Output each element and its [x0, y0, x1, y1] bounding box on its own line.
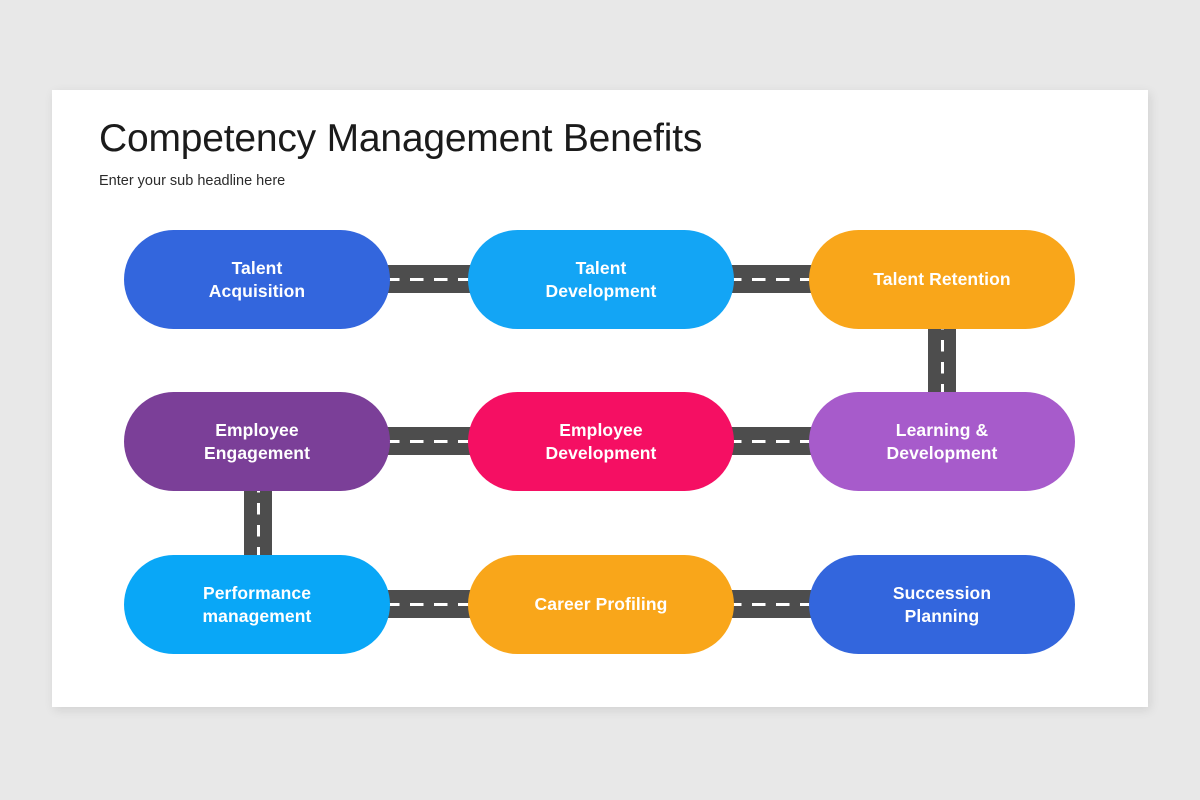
node-label: Performance management: [202, 583, 312, 626]
node-label: Succession Planning: [892, 583, 992, 626]
node-learning-development[interactable]: Learning & Development: [809, 392, 1075, 491]
roadmap-diagram: Talent Acquisition Talent Development Ta…: [52, 90, 1148, 707]
slide-card: Competency Management Benefits Enter you…: [52, 90, 1148, 707]
node-label: Employee Development: [545, 420, 657, 463]
node-talent-development[interactable]: Talent Development: [468, 230, 734, 329]
node-label: Talent Acquisition: [208, 258, 306, 301]
node-label: Employee Engagement: [203, 420, 311, 463]
node-label: Talent Development: [545, 258, 657, 301]
node-employee-development[interactable]: Employee Development: [468, 392, 734, 491]
node-label: Talent Retention: [873, 269, 1011, 290]
node-succession-planning[interactable]: Succession Planning: [809, 555, 1075, 654]
node-talent-retention[interactable]: Talent Retention: [809, 230, 1075, 329]
page-title: Competency Management Benefits: [99, 117, 703, 160]
page-subtitle: Enter your sub headline here: [99, 173, 286, 189]
node-label: Career Profiling: [534, 594, 668, 615]
node-performance-management[interactable]: Performance management: [124, 555, 390, 654]
node-career-profiling[interactable]: Career Profiling: [468, 555, 734, 654]
node-label: Learning & Development: [886, 420, 998, 463]
node-talent-acquisition[interactable]: Talent Acquisition: [124, 230, 390, 329]
node-employee-engagement[interactable]: Employee Engagement: [124, 392, 390, 491]
